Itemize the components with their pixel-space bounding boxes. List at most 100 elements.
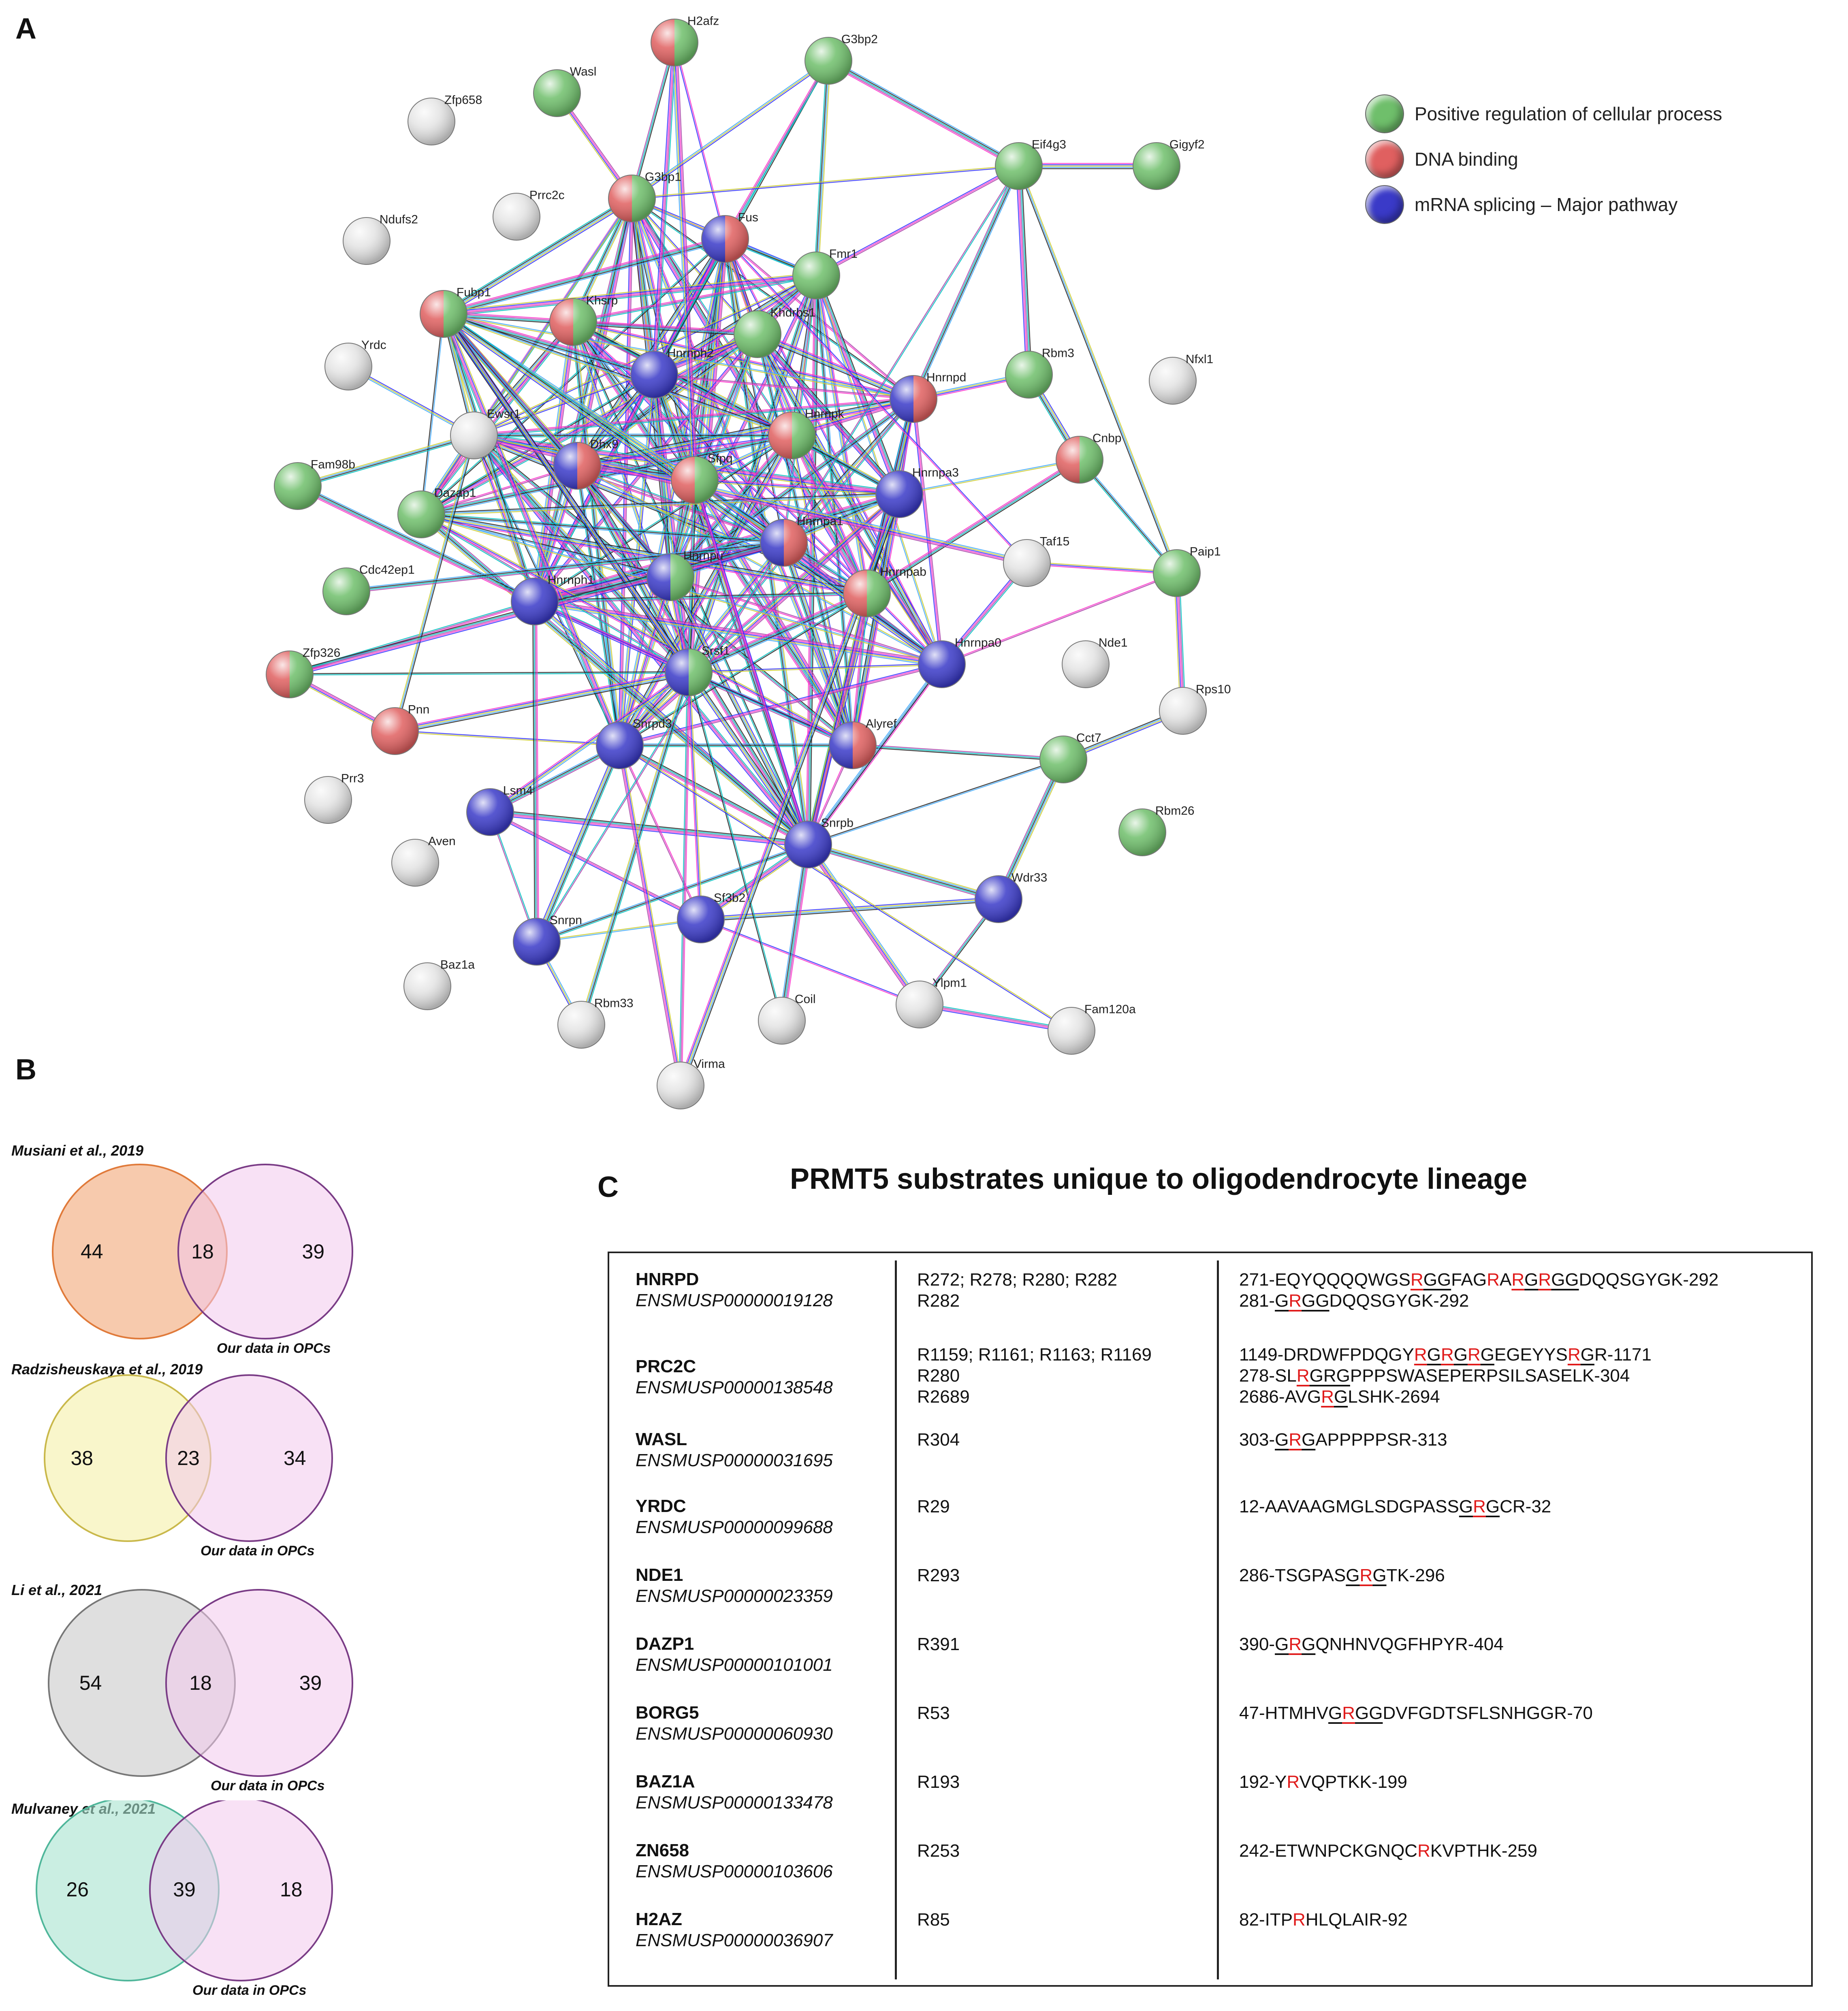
network-edge — [1019, 166, 1031, 375]
gene-name: HNRPD — [636, 1269, 699, 1289]
network-node-label: Pnn — [408, 703, 429, 717]
venn-set-opcs — [165, 1374, 333, 1542]
network-edge — [444, 313, 785, 543]
network-edge — [490, 810, 809, 844]
network-node-label: Hnrnpa0 — [955, 636, 1001, 650]
gene-name: NDE1 — [636, 1565, 683, 1585]
venn-count-left: 44 — [80, 1240, 103, 1263]
venn-circles — [36, 1800, 333, 1981]
network-edge — [759, 333, 869, 593]
ensembl-id: ENSMUSP00000101001 — [636, 1655, 833, 1675]
network-edge — [808, 844, 920, 1005]
site-line: R85 — [917, 1910, 950, 1930]
network-edge — [421, 495, 900, 516]
network-edge — [421, 515, 784, 545]
network-edge — [694, 479, 900, 495]
network-edge — [695, 479, 810, 844]
network-edge — [689, 239, 727, 673]
network-edge — [671, 43, 693, 480]
peptide-sequences: 390-GRGQNHNVQGFHPYR-404 — [1239, 1634, 1504, 1655]
network-edge — [694, 480, 808, 845]
network-edge — [619, 435, 793, 746]
network-edge — [783, 165, 1019, 543]
network-edge — [444, 313, 536, 601]
network-edge — [576, 396, 913, 464]
network-node: Khdrbs1 — [734, 306, 816, 358]
network-edge — [672, 43, 694, 480]
network-edge — [688, 672, 853, 746]
network-node: H2afz — [651, 15, 719, 66]
network-node: Fus — [701, 211, 758, 263]
network-edge — [346, 542, 784, 591]
network-edge — [620, 239, 727, 746]
network-edge — [941, 572, 1177, 664]
network-edge — [818, 274, 903, 494]
methylation-sites: R391 — [917, 1634, 960, 1655]
network-edge — [673, 43, 725, 239]
network-node: Nde1 — [1062, 636, 1128, 688]
network-edge — [827, 61, 1019, 168]
peptide-sequence: 286-TSGPASGRGTK-296 — [1239, 1565, 1445, 1585]
network-edge — [490, 811, 809, 845]
network-edge — [444, 312, 810, 844]
network-edge — [298, 484, 536, 601]
network-edge — [701, 918, 920, 1004]
network-edge — [655, 374, 691, 672]
network-edge — [621, 436, 795, 747]
network-node: G3bp2 — [804, 33, 878, 85]
network-node-label: Prrc2c — [529, 189, 565, 202]
network-node-label: Baz1a — [440, 958, 475, 972]
venn-count-right: 39 — [299, 1672, 322, 1694]
network-edge — [442, 316, 654, 378]
network-edge — [679, 672, 688, 1085]
network-edge — [1000, 760, 1066, 901]
network-edge — [444, 200, 634, 317]
network-edge — [632, 198, 697, 480]
network-edge — [808, 664, 943, 845]
network-node: Dazap1 — [397, 486, 476, 538]
network-edge — [443, 236, 725, 312]
network-edge — [443, 273, 816, 313]
network-edge — [866, 458, 1080, 593]
network-edge — [689, 672, 783, 1021]
network-edge — [535, 594, 867, 604]
site-line: R304 — [917, 1430, 960, 1450]
peptide-sequence: 303-GRGAPPPPPSR-313 — [1239, 1430, 1447, 1450]
network-edge — [578, 335, 759, 467]
network-edge — [784, 542, 855, 745]
network-edge — [808, 844, 999, 900]
network-edge — [631, 198, 868, 594]
gene-name: BAZ1A — [636, 1772, 695, 1791]
network-edge — [805, 845, 918, 1007]
network-edge — [442, 314, 535, 602]
network-edge — [618, 239, 725, 745]
network-edge — [784, 166, 1020, 544]
network-edge — [808, 759, 1064, 846]
network-edge — [816, 61, 830, 276]
network-edge — [687, 591, 866, 671]
methylation-sites: R85 — [917, 1909, 950, 1930]
venn-footnote: Our data in OPCs — [217, 1341, 331, 1356]
network-node-label: Fam120a — [1084, 1003, 1136, 1016]
network-edge — [913, 399, 943, 665]
network-edge — [653, 375, 784, 544]
network-edge — [421, 198, 633, 515]
network-node-label: Snrpn — [550, 914, 582, 927]
network-edge — [290, 672, 689, 676]
network-edge — [817, 275, 869, 593]
network-edge — [758, 332, 914, 399]
network-edge — [489, 744, 620, 812]
network-edge — [395, 674, 689, 734]
network-edge — [997, 759, 1063, 899]
network-edge — [535, 601, 538, 942]
network-edge — [790, 436, 941, 666]
network-node-label: Wasl — [570, 65, 597, 79]
network-edge — [444, 312, 655, 374]
network-edge — [421, 514, 809, 845]
ensembl-id: ENSMUSP00000099688 — [636, 1517, 833, 1537]
network-node: Cnbp — [1056, 432, 1122, 484]
panel-label-a: A — [15, 13, 36, 45]
network-edge — [534, 604, 942, 667]
network-edge — [816, 166, 1020, 277]
